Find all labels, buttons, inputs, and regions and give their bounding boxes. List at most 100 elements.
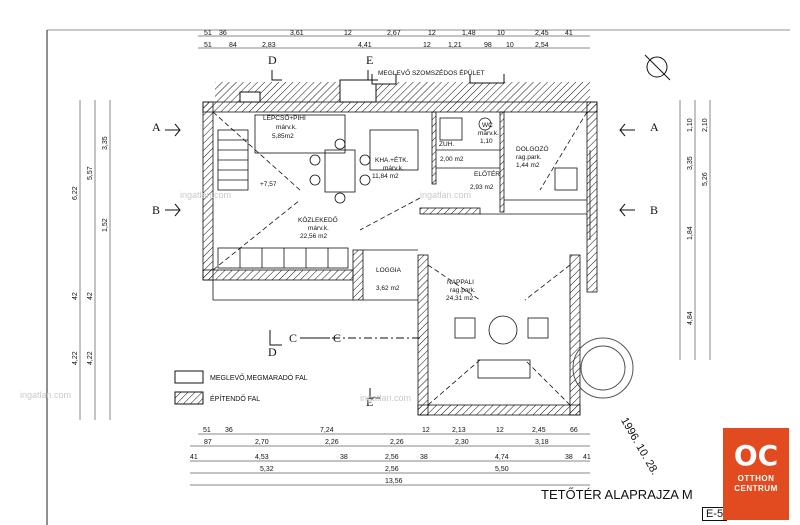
room-sub: márv.k. xyxy=(308,225,329,232)
top-dimensions: 51 36 3,61 12 2,67 12 1,48 10 2,45 41 51… xyxy=(198,30,590,49)
otthon-centrum-logo: OC OTTHON CENTRUM xyxy=(723,428,789,520)
legend: MEGLEVŐ,MEGMARADÓ FAL ÉPÍTENDŐ FAL xyxy=(174,370,308,405)
room-area: 3,62 m2 xyxy=(376,285,400,292)
room-area: 11,84 m2 xyxy=(372,173,399,180)
dim-label: 2,26 xyxy=(390,439,404,446)
room-area: 5,85m2 xyxy=(272,133,294,140)
dim-label: 2,70 xyxy=(255,439,269,446)
dim-label: 2,26 xyxy=(325,439,339,446)
room-area: 24,31 m2 xyxy=(446,295,473,302)
interior-lines xyxy=(212,111,591,406)
dim-label: 38 xyxy=(420,454,428,461)
dim-label: 2,45 xyxy=(532,427,546,434)
room-name: LOGGIA xyxy=(376,267,402,274)
dim-label: 4,84 xyxy=(687,311,694,325)
dim-label: 3,35 xyxy=(102,136,109,150)
room-name: KÖZLEKEDŐ xyxy=(298,215,338,224)
dim-label: 42 xyxy=(87,292,94,300)
section-letter: B xyxy=(152,203,160,217)
room-name: WC xyxy=(482,122,493,129)
dim-label: 6,22 xyxy=(72,186,79,200)
room-name: KHA.+ÉTK. xyxy=(375,155,409,164)
room-labels: LÉPCSŐ+PIHI márv.k. 5,85m2 KHA.+ÉTK. már… xyxy=(260,113,549,302)
dim-label: 4,22 xyxy=(72,351,79,365)
room-name: NAPPALI xyxy=(447,279,474,286)
dim-label: 51 xyxy=(204,30,212,37)
dim-label: 1,48 xyxy=(462,30,476,37)
room-sub: rag.park. xyxy=(516,154,542,161)
section-letter: D xyxy=(268,53,277,67)
dim-label: 1,52 xyxy=(102,218,109,232)
dim-label: 41 xyxy=(190,454,198,461)
dim-label: 5,57 xyxy=(87,166,94,180)
dim-label: 51 xyxy=(203,427,211,434)
neighbor-building: MEGLEVŐ SZOMSZÉDOS ÉPÜLET xyxy=(215,60,625,103)
dim-label: 2,67 xyxy=(387,30,401,37)
dim-label: 1,84 xyxy=(687,226,694,240)
section-markers xyxy=(165,70,635,399)
dim-label: 4,53 xyxy=(255,454,269,461)
logo-mark: OC xyxy=(733,439,779,472)
watermark-text: ingatlan.com xyxy=(360,393,411,403)
room-sub: márv.k. xyxy=(276,124,297,131)
dim-label: 12 xyxy=(496,427,504,434)
watermark-text: ingatlan.com xyxy=(180,190,231,200)
room-sub: márv.k. xyxy=(383,165,404,172)
room-area: 2,00 m2 xyxy=(440,156,464,163)
room-sub: rag.park. xyxy=(450,287,476,294)
room-name: LÉPCSŐ+PIHI xyxy=(263,113,306,122)
dim-label: 51 xyxy=(204,42,212,49)
dim-label: 3,61 xyxy=(290,30,304,37)
section-letter: A xyxy=(152,120,161,134)
dim-label: 2,54 xyxy=(535,42,549,49)
dim-label: 2,45 xyxy=(535,30,549,37)
north-arrow-icon xyxy=(644,54,671,81)
dim-label: 2,13 xyxy=(452,427,466,434)
section-letter: D xyxy=(268,345,277,359)
dim-label: 1,10 xyxy=(687,118,694,132)
watermark-text: ingatlan.com xyxy=(20,390,71,400)
dim-label: 7,24 xyxy=(320,427,334,434)
dim-label: 5,32 xyxy=(260,466,274,473)
outer-walls xyxy=(202,101,598,416)
dim-label: 41 xyxy=(583,454,591,461)
logo-line1: OTTHON xyxy=(737,474,775,483)
dim-label: 84 xyxy=(229,42,237,49)
room-sub: márv.k. xyxy=(478,130,499,137)
dim-label: 1,21 xyxy=(448,42,462,49)
bottom-dimensions: 51 36 7,24 12 2,13 12 2,45 66 87 2,70 2,… xyxy=(190,427,591,486)
section-letter: A xyxy=(650,120,659,134)
section-letter: E xyxy=(366,53,373,67)
level-mark: +7,57 xyxy=(260,181,277,188)
room-area: 22,56 m2 xyxy=(300,233,327,240)
dim-label: 2,30 xyxy=(455,439,469,446)
room-area: 1,10 xyxy=(480,138,493,145)
dim-label: 12 xyxy=(422,427,430,434)
dim-label: 3,35 xyxy=(687,156,694,170)
legend-new-label: ÉPÍTENDŐ FAL xyxy=(210,394,260,403)
neighbor-label: MEGLEVŐ SZOMSZÉDOS ÉPÜLET xyxy=(378,68,485,77)
room-name: DOLGOZÓ xyxy=(516,144,549,153)
dim-label: 5,26 xyxy=(702,172,709,186)
section-letter: E xyxy=(366,395,373,409)
dim-label: 4,74 xyxy=(495,454,509,461)
dim-label: 10 xyxy=(506,42,514,49)
dim-label: 12 xyxy=(423,42,431,49)
dim-label: 2,10 xyxy=(702,118,709,132)
dim-label: 12 xyxy=(428,30,436,37)
dim-label: 2,83 xyxy=(262,42,276,49)
dim-label: 87 xyxy=(204,439,212,446)
dim-label: 36 xyxy=(225,427,233,434)
watermarks: ingatlan.com ingatlan.com ingatlan.com i… xyxy=(20,190,471,403)
dim-label: 38 xyxy=(340,454,348,461)
logo-line2: CENTRUM xyxy=(734,484,778,493)
dim-label: 13,56 xyxy=(385,478,403,485)
legend-existing-label: MEGLEVŐ,MEGMARADÓ FAL xyxy=(210,373,308,382)
dim-label: 3,18 xyxy=(535,439,549,446)
room-name: ZUH. xyxy=(439,141,454,148)
section-letter: C xyxy=(333,331,341,345)
dim-label: 5,50 xyxy=(495,466,509,473)
dim-label: 98 xyxy=(484,42,492,49)
section-letter: C xyxy=(289,331,297,345)
